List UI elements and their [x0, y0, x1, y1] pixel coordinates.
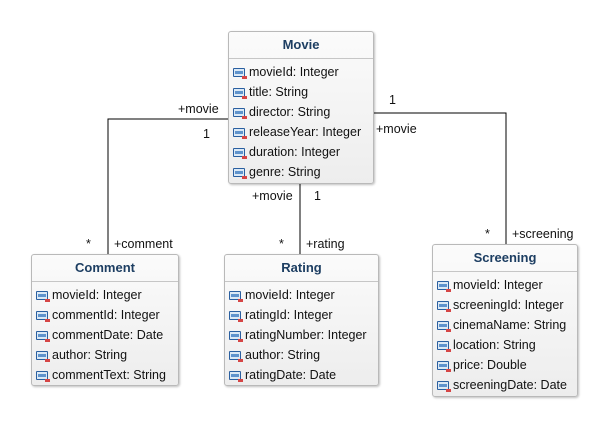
attribute-label: cinemaName: String — [453, 318, 567, 332]
attribute-label: commentId: Integer — [52, 308, 160, 322]
attribute-icon — [233, 148, 247, 159]
attribute-label: director: String — [249, 105, 331, 119]
multiplicity-movie-comment-source: 1 — [203, 127, 210, 141]
attribute-icon — [229, 371, 243, 382]
class-rating[interactable]: Rating movieId: Integer ratingId: Intege… — [224, 254, 379, 386]
role-label-movie-rating-target: +rating — [306, 237, 345, 251]
attribute-icon — [437, 361, 451, 372]
role-label-movie-screening-source: +movie — [376, 122, 417, 136]
role-label-movie-rating-source: +movie — [252, 189, 293, 203]
attribute-label: price: Double — [453, 358, 527, 372]
attribute-icon — [36, 291, 50, 302]
attribute-icon — [233, 88, 247, 99]
attribute-label: ratingDate: Date — [245, 368, 337, 382]
attribute-label: movieId: Integer — [453, 278, 543, 292]
class-movie-title: Movie — [229, 32, 373, 59]
attribute-icon — [437, 301, 451, 312]
multiplicity-movie-comment-target: * — [86, 237, 91, 251]
attribute-label: title: String — [249, 85, 309, 99]
attribute-icon — [229, 351, 243, 362]
attribute-label: ratingId: Integer — [245, 308, 333, 322]
attribute-row[interactable]: ratingId: Integer — [225, 305, 378, 325]
attribute-row[interactable]: location: String — [433, 335, 577, 355]
attribute-icon — [229, 291, 243, 302]
attribute-row[interactable]: commentDate: Date — [32, 325, 178, 345]
attribute-row[interactable]: price: Double — [433, 355, 577, 375]
attribute-label: screeningDate: Date — [453, 378, 567, 392]
class-movie[interactable]: Movie movieId: Integer title: String dir… — [228, 31, 374, 184]
attribute-row[interactable]: duration: Integer — [229, 142, 373, 162]
attribute-row[interactable]: movieId: Integer — [433, 275, 577, 295]
attribute-icon — [437, 281, 451, 292]
attribute-icon — [233, 108, 247, 119]
attribute-label: author: String — [52, 348, 128, 362]
association-line-movie-screening — [373, 112, 507, 244]
attribute-row[interactable]: title: String — [229, 82, 373, 102]
class-screening-title: Screening — [433, 245, 577, 272]
attribute-label: releaseYear: Integer — [249, 125, 362, 139]
multiplicity-movie-screening-target: * — [485, 227, 490, 241]
attribute-icon — [233, 128, 247, 139]
attribute-row[interactable]: genre: String — [229, 162, 373, 182]
attribute-icon — [36, 351, 50, 362]
attribute-icon — [437, 321, 451, 332]
attribute-row[interactable]: screeningDate: Date — [433, 375, 577, 395]
attribute-row[interactable]: movieId: Integer — [225, 285, 378, 305]
multiplicity-movie-rating-target: * — [279, 237, 284, 251]
attribute-row[interactable]: releaseYear: Integer — [229, 122, 373, 142]
attribute-icon — [36, 371, 50, 382]
attribute-icon — [233, 168, 247, 179]
attribute-label: duration: Integer — [249, 145, 341, 159]
attribute-row[interactable]: screeningId: Integer — [433, 295, 577, 315]
attribute-row[interactable]: ratingDate: Date — [225, 365, 378, 385]
attribute-icon — [36, 311, 50, 322]
class-comment[interactable]: Comment movieId: Integer commentId: Inte… — [31, 254, 179, 386]
attribute-label: location: String — [453, 338, 536, 352]
role-label-movie-screening-target: +screening — [512, 227, 574, 241]
attribute-icon — [437, 341, 451, 352]
attribute-row[interactable]: movieId: Integer — [229, 62, 373, 82]
attribute-row[interactable]: director: String — [229, 102, 373, 122]
attribute-label: movieId: Integer — [52, 288, 142, 302]
role-label-movie-comment-source: +movie — [178, 102, 219, 116]
attribute-row[interactable]: ratingNumber: Integer — [225, 325, 378, 345]
attribute-icon — [437, 381, 451, 392]
attribute-label: screeningId: Integer — [453, 298, 564, 312]
class-comment-title: Comment — [32, 255, 178, 282]
attribute-icon — [229, 331, 243, 342]
attribute-icon — [36, 331, 50, 342]
attribute-row[interactable]: commentText: String — [32, 365, 178, 385]
attribute-row[interactable]: commentId: Integer — [32, 305, 178, 325]
role-label-movie-comment-target: +comment — [114, 237, 173, 251]
attribute-row[interactable]: movieId: Integer — [32, 285, 178, 305]
attribute-label: author: String — [245, 348, 321, 362]
attribute-row[interactable]: cinemaName: String — [433, 315, 577, 335]
association-line-movie-comment — [107, 118, 228, 254]
attribute-label: commentDate: Date — [52, 328, 164, 342]
class-screening[interactable]: Screening movieId: Integer screeningId: … — [432, 244, 578, 397]
multiplicity-movie-screening-source: 1 — [389, 93, 396, 107]
attribute-row[interactable]: author: String — [32, 345, 178, 365]
attribute-label: genre: String — [249, 165, 321, 179]
attribute-label: movieId: Integer — [245, 288, 335, 302]
attribute-label: ratingNumber: Integer — [245, 328, 367, 342]
attribute-icon — [229, 311, 243, 322]
class-rating-title: Rating — [225, 255, 378, 282]
attribute-icon — [233, 68, 247, 79]
attribute-label: commentText: String — [52, 368, 166, 382]
multiplicity-movie-rating-source: 1 — [314, 189, 321, 203]
attribute-label: movieId: Integer — [249, 65, 339, 79]
attribute-row[interactable]: author: String — [225, 345, 378, 365]
